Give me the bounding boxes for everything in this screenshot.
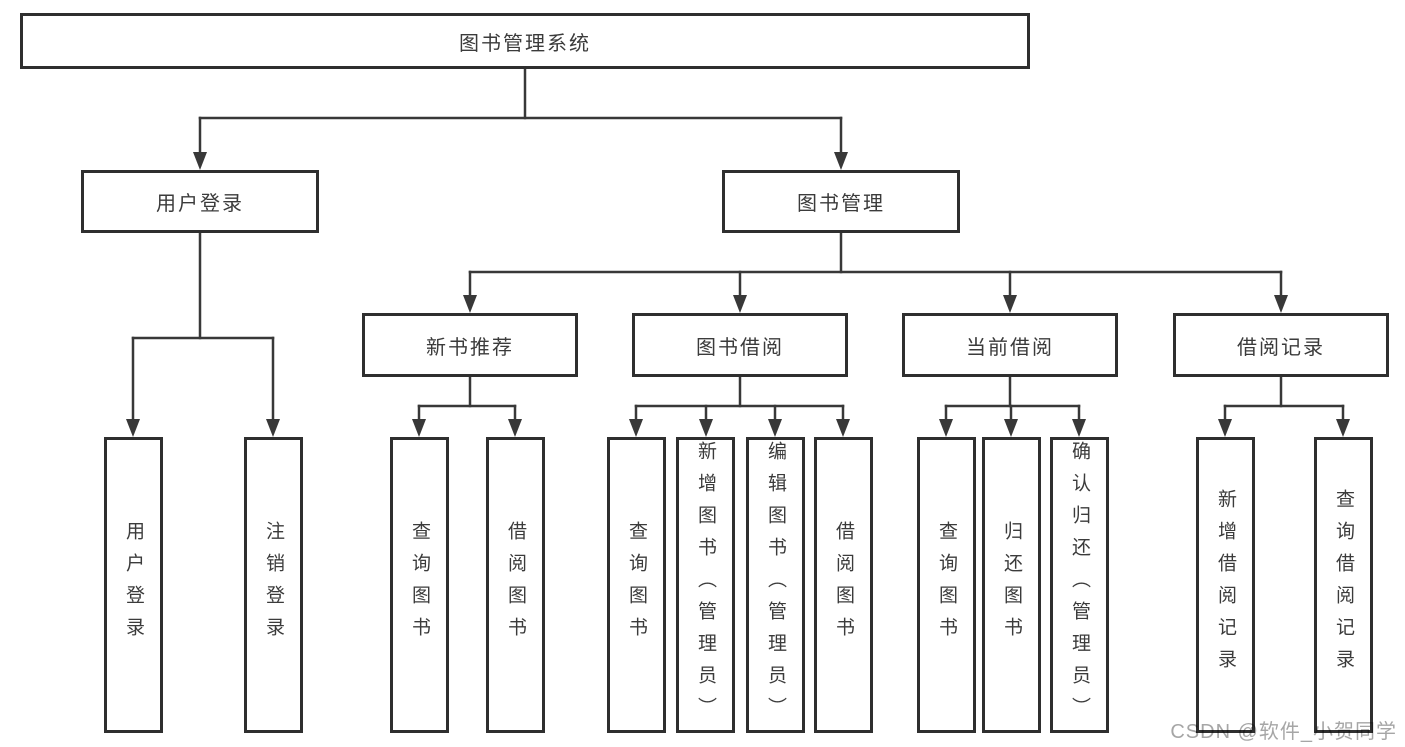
leaf-logout: 注销登录 (244, 437, 303, 733)
arrowhead (193, 152, 207, 170)
leaf-borrow-books-1: 借阅图书 (486, 437, 545, 733)
arrowhead (126, 419, 140, 437)
arrowhead (836, 419, 850, 437)
arrowhead (1218, 419, 1232, 437)
node-root-library-system: 图书管理系统 (20, 13, 1030, 69)
arrowhead (699, 419, 713, 437)
leaf-confirm-return-admin: 确认归还（管理员） (1050, 437, 1109, 733)
leaf-label: 借阅图书 (505, 521, 526, 649)
connector-book-borrow-children (629, 375, 850, 437)
node-borrow-record: 借阅记录 (1173, 313, 1389, 377)
arrowhead (1072, 419, 1086, 437)
connector-new-book-children (412, 375, 522, 437)
leaf-label: 注销登录 (263, 521, 284, 649)
arrowhead (1336, 419, 1350, 437)
node-book-management: 图书管理 (722, 170, 960, 233)
leaf-return-book: 归还图书 (982, 437, 1041, 733)
leaf-edit-book-admin: 编辑图书（管理员） (746, 437, 805, 733)
leaf-add-borrow-record: 新增借阅记录 (1196, 437, 1255, 733)
leaf-label: 新增图书（管理员） (695, 441, 716, 729)
arrowhead (939, 419, 953, 437)
arrowhead (1003, 295, 1017, 313)
leaf-query-borrow-record: 查询借阅记录 (1314, 437, 1373, 733)
leaf-label: 查询图书 (936, 521, 957, 649)
arrowhead (508, 419, 522, 437)
arrowhead (768, 419, 782, 437)
connector-borrow-record-children (1218, 375, 1350, 437)
arrowhead (412, 419, 426, 437)
leaf-label: 用户登录 (123, 521, 144, 649)
arrowhead (266, 419, 280, 437)
arrowhead (1004, 419, 1018, 437)
leaf-label: 编辑图书（管理员） (765, 441, 786, 729)
leaf-label: 查询图书 (626, 521, 647, 649)
connector-book-management-children (463, 231, 1288, 313)
leaf-query-books-3: 查询图书 (917, 437, 976, 733)
arrowhead (463, 295, 477, 313)
connector-current-borrow-children (939, 375, 1086, 437)
leaf-label: 查询图书 (409, 521, 430, 649)
connector-root-to-level2 (193, 67, 848, 170)
arrowhead (834, 152, 848, 170)
csdn-watermark: CSDN @软件_小贺同学 (1170, 721, 1397, 743)
leaf-user-login: 用户登录 (104, 437, 163, 733)
arrowhead (629, 419, 643, 437)
leaf-borrow-books-2: 借阅图书 (814, 437, 873, 733)
node-book-borrow: 图书借阅 (632, 313, 848, 377)
leaf-label: 确认归还（管理员） (1069, 441, 1090, 729)
node-new-book-recommend: 新书推荐 (362, 313, 578, 377)
leaf-label: 查询借阅记录 (1333, 489, 1354, 681)
leaf-query-books-2: 查询图书 (607, 437, 666, 733)
arrowhead (1274, 295, 1288, 313)
leaf-label: 新增借阅记录 (1215, 489, 1236, 681)
leaf-label: 借阅图书 (833, 521, 854, 649)
arrowhead (733, 295, 747, 313)
node-user-login: 用户登录 (81, 170, 319, 233)
node-current-borrow: 当前借阅 (902, 313, 1118, 377)
leaf-add-book-admin: 新增图书（管理员） (676, 437, 735, 733)
leaf-label: 归还图书 (1001, 521, 1022, 649)
leaf-query-books-1: 查询图书 (390, 437, 449, 733)
connector-user-login-children (126, 231, 280, 437)
